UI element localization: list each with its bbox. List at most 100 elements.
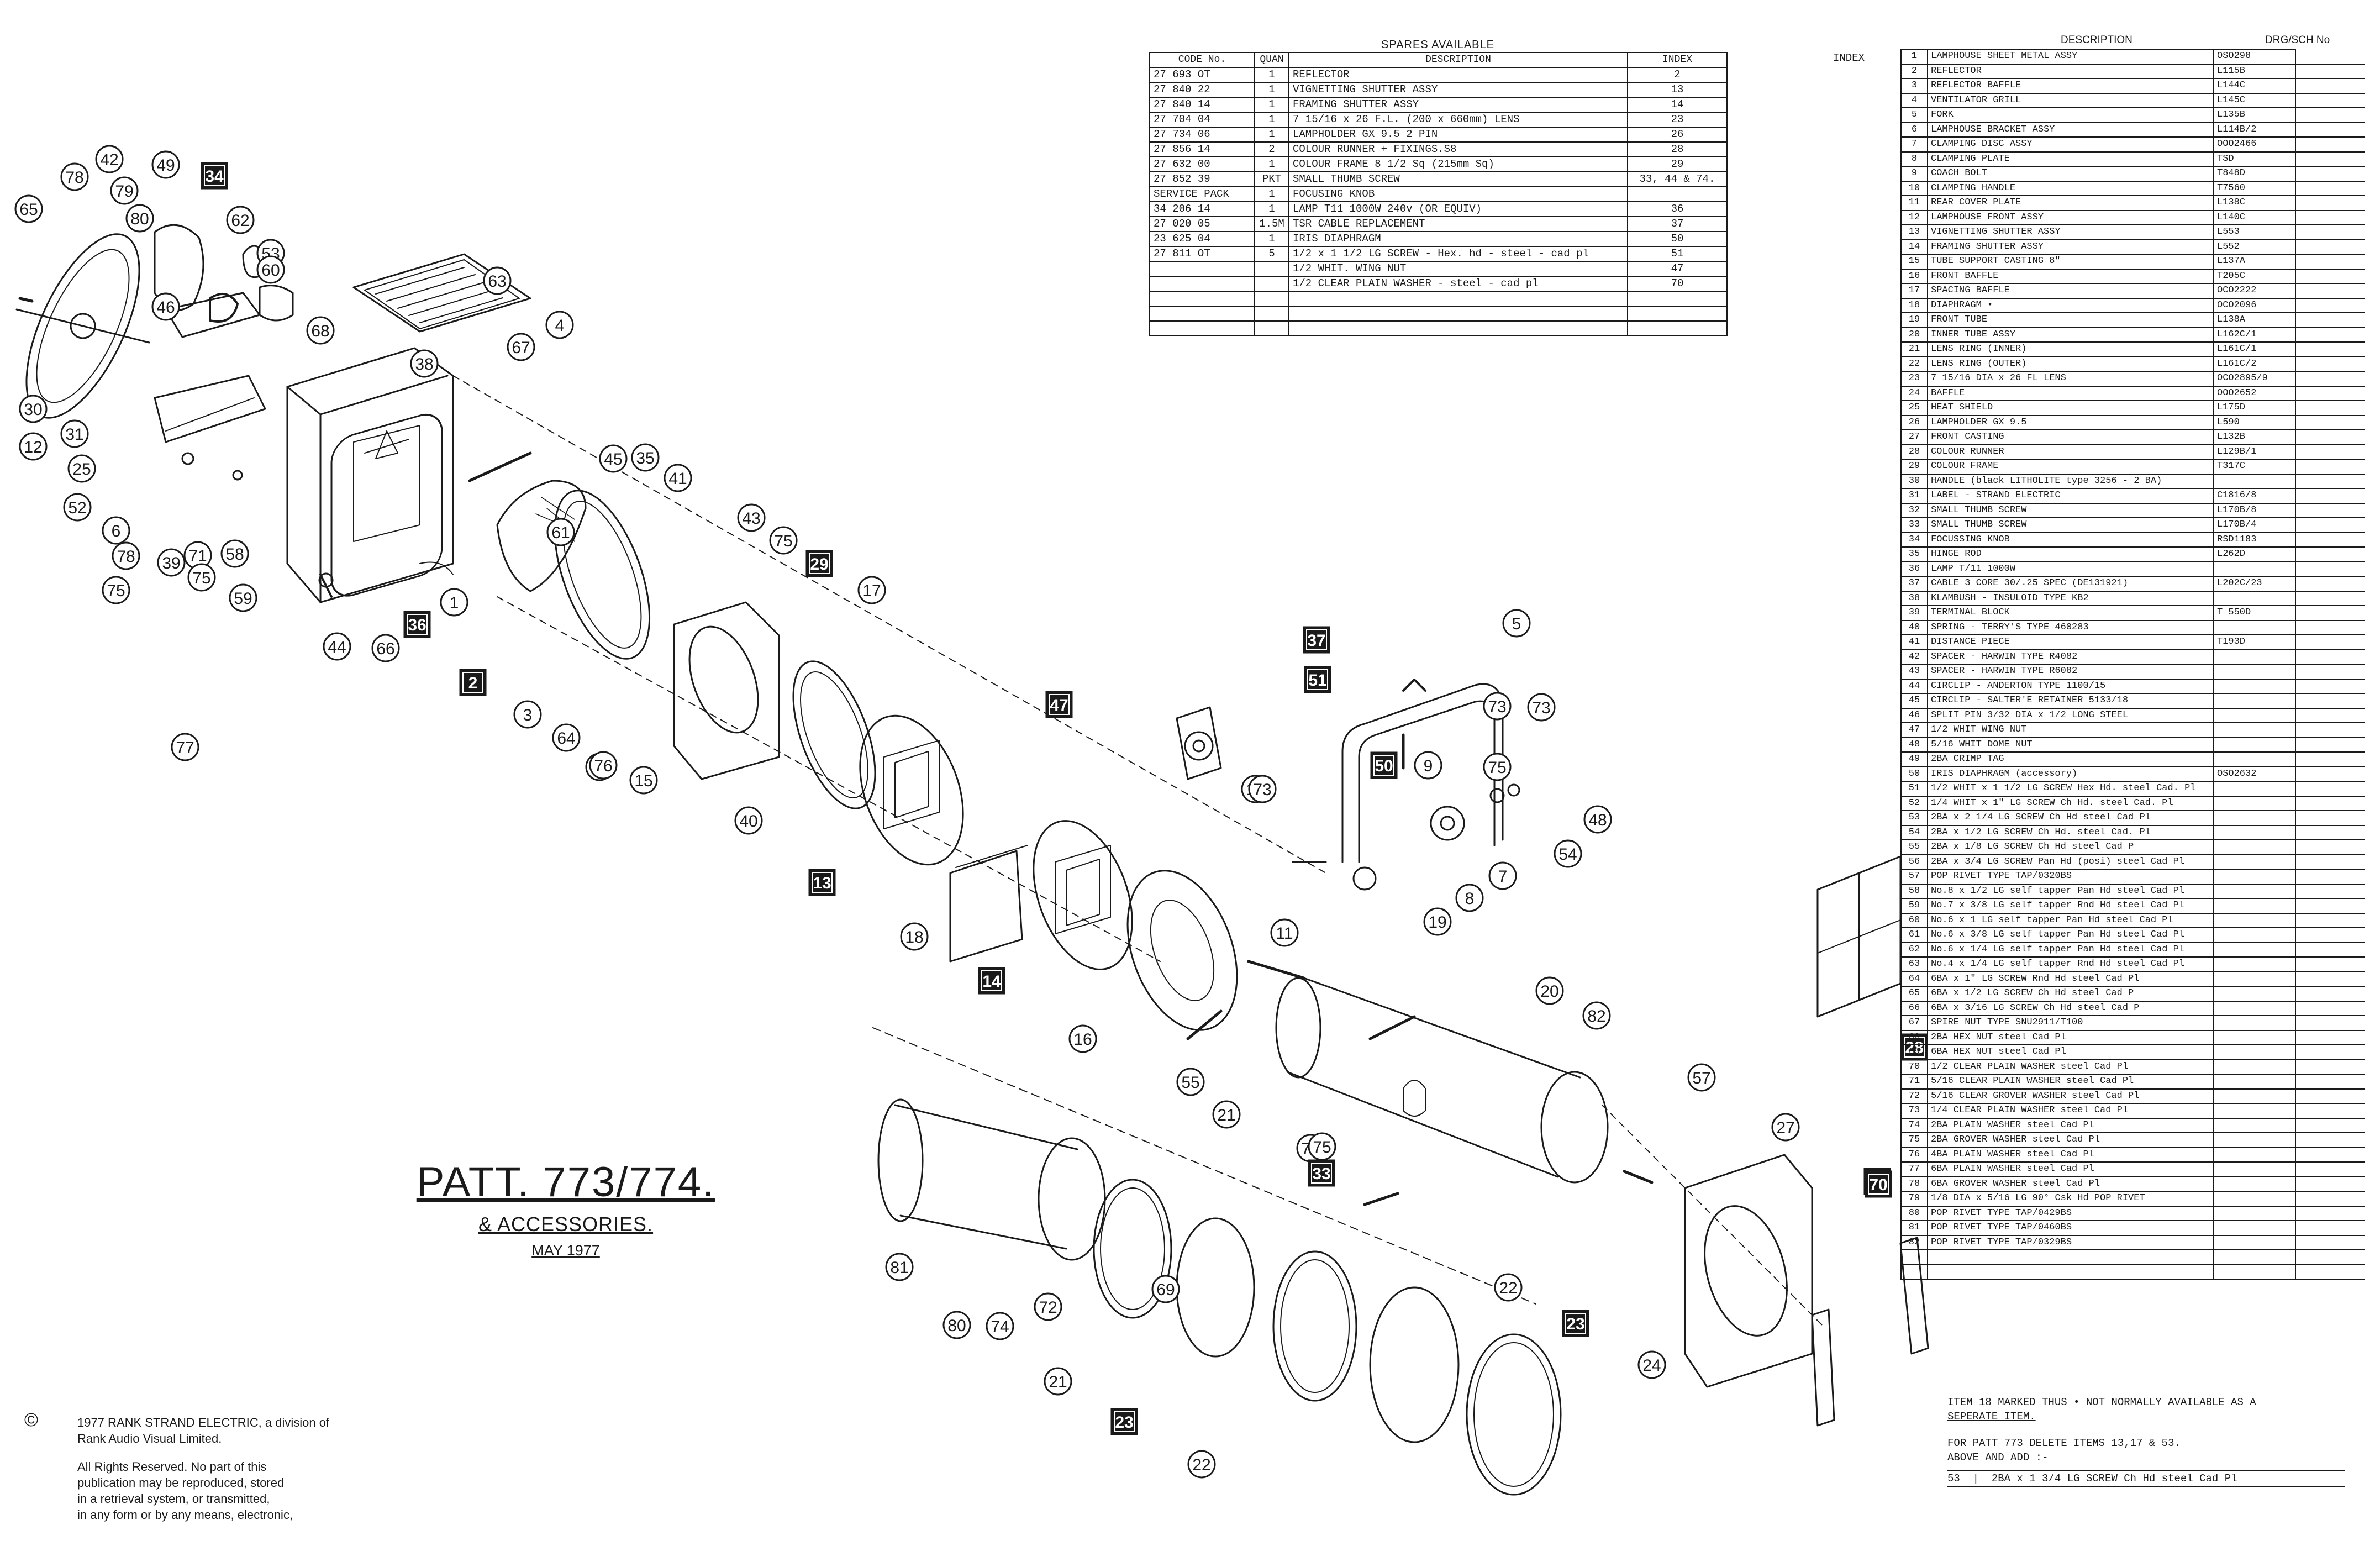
parts-drg-number: [2213, 1029, 2296, 1045]
parts-blank-cell: [2295, 971, 2365, 987]
parts-blank-cell: [2295, 474, 2365, 489]
parts-description: 1/4 WHIT x 1" LG SCREW Ch Hd. steel Cad.…: [1927, 795, 2214, 811]
parts-description: POP RIVET TYPE TAP/0329BS: [1927, 1234, 2214, 1250]
parts-drg-number: [2213, 795, 2296, 811]
parts-drg-number: OCO2096: [2213, 297, 2296, 313]
parts-index-number: 19: [1900, 312, 1928, 328]
spares-table: CODE No. QUAN DESCRIPTION INDEX 27 693 O…: [1149, 52, 1728, 336]
parts-index-number: 9: [1900, 166, 1928, 182]
parts-description: VIGNETTING SHUTTER ASSY: [1927, 224, 2214, 240]
parts-drg-number: [2213, 1088, 2296, 1104]
spares-quan: [1254, 306, 1289, 322]
parts-index-number: 7: [1900, 136, 1928, 153]
parts-drg-number: [2213, 781, 2296, 797]
parts-index-number: 10: [1900, 180, 1928, 196]
parts-blank-cell: [2295, 283, 2365, 299]
spares-header-row: CODE No. QUAN DESCRIPTION INDEX: [1149, 52, 1728, 68]
spares-index: 50: [1627, 231, 1728, 247]
parts-index-number: 70: [1900, 1059, 1928, 1075]
spares-quan: 1: [1254, 201, 1289, 217]
parts-blank-cell: [2295, 576, 2365, 592]
parts-blank-cell: [2295, 664, 2365, 680]
spares-description: IRIS DIAPHRAGM: [1288, 231, 1628, 247]
parts-drg-number: L129B/1: [2213, 444, 2296, 460]
parts-drg-number: L202C/23: [2213, 576, 2296, 592]
parts-drg-number: T7560: [2213, 180, 2296, 196]
parts-description: No.8 x 1/2 LG self tapper Pan Hd steel C…: [1927, 883, 2214, 899]
parts-index-number: 62: [1900, 942, 1928, 958]
spares-code: 27 734 06: [1149, 127, 1255, 143]
parts-drg-number: [2213, 619, 2296, 635]
copyright-line-3: All Rights Reserved. No part of this: [77, 1460, 267, 1474]
parts-blank-cell: [2295, 371, 2365, 387]
parts-drg-number: L140C: [2213, 209, 2296, 225]
hardware-screws: [468, 451, 1654, 1206]
parts-index-number: 78: [1900, 1176, 1928, 1192]
parts-index-number: 44: [1900, 678, 1928, 694]
parts-index-number: 36: [1900, 561, 1928, 577]
spares-index: 14: [1627, 97, 1728, 113]
parts-row: [1900, 1264, 2365, 1280]
parts-blank-cell: [2295, 693, 2365, 709]
spares-code: 27 856 14: [1149, 141, 1255, 157]
spares-index: 47: [1627, 261, 1728, 277]
copyright-block: © 1977 RANK STRAND ELECTRIC, a division …: [24, 1410, 433, 1523]
parts-index-header: DESCRIPTION DRG/SCH No: [1900, 34, 2365, 49]
parts-drg-number: L144C: [2213, 78, 2296, 94]
spares-index: 28: [1627, 141, 1728, 157]
parts-description: POP RIVET TYPE TAP/0429BS: [1927, 1205, 2214, 1221]
page-title: PATT. 773/774.: [416, 1159, 715, 1206]
parts-index-number: 15: [1900, 254, 1928, 270]
parts-drg-number: L162C/1: [2213, 327, 2296, 343]
parts-index-number: 26: [1900, 414, 1928, 430]
spares-index: [1627, 186, 1728, 202]
parts-description: CABLE 3 CORE 30/.25 SPEC (DE131921): [1927, 576, 2214, 592]
parts-description: 2BA PLAIN WASHER steel Cad Pl: [1927, 1117, 2214, 1133]
index-label: INDEX: [1833, 52, 1865, 64]
spares-code: 27 704 04: [1149, 112, 1255, 128]
parts-blank-cell: [2295, 78, 2365, 94]
parts-drg-number: [2213, 1117, 2296, 1133]
parts-drg-number: TSD: [2213, 151, 2296, 167]
parts-drg-number: [2213, 1220, 2296, 1236]
parts-drg-number: L590: [2213, 414, 2296, 430]
parts-index-number: 50: [1900, 766, 1928, 782]
copyright-line-5: in a retrieval system, or transmitted,: [77, 1492, 270, 1506]
copyright-symbol: ©: [24, 1410, 39, 1431]
parts-index-number: 60: [1900, 912, 1928, 928]
parts-drg-number: [2213, 839, 2296, 855]
spares-index: [1627, 291, 1728, 307]
spares-quan: 1: [1254, 186, 1289, 202]
parts-description: LAMPHOUSE FRONT ASSY: [1927, 209, 2214, 225]
parts-description: 1/2 CLEAR PLAIN WASHER steel Cad Pl: [1927, 1059, 2214, 1075]
parts-description: 2BA x 3/4 LG SCREW Pan Hd (posi) steel C…: [1927, 854, 2214, 870]
parts-description: 6BA PLAIN WASHER steel Cad Pl: [1927, 1161, 2214, 1177]
parts-index-number: 2: [1900, 63, 1928, 79]
parts-description: BAFFLE: [1927, 385, 2214, 401]
parts-drg-number: RSD1183: [2213, 532, 2296, 548]
parts-description: POP RIVET TYPE TAP/0460BS: [1927, 1220, 2214, 1236]
spares-code: [1149, 291, 1255, 307]
spares-index: 36: [1627, 201, 1728, 217]
parts-blank-cell: [2295, 1221, 2365, 1236]
spares-quan: 1: [1254, 97, 1289, 113]
parts-index-number: 72: [1900, 1088, 1928, 1104]
parts-blank-cell: [2295, 1147, 2365, 1163]
parts-blank-cell: [2295, 591, 2365, 606]
parts-description: FRAMING SHUTTER ASSY: [1927, 239, 2214, 255]
